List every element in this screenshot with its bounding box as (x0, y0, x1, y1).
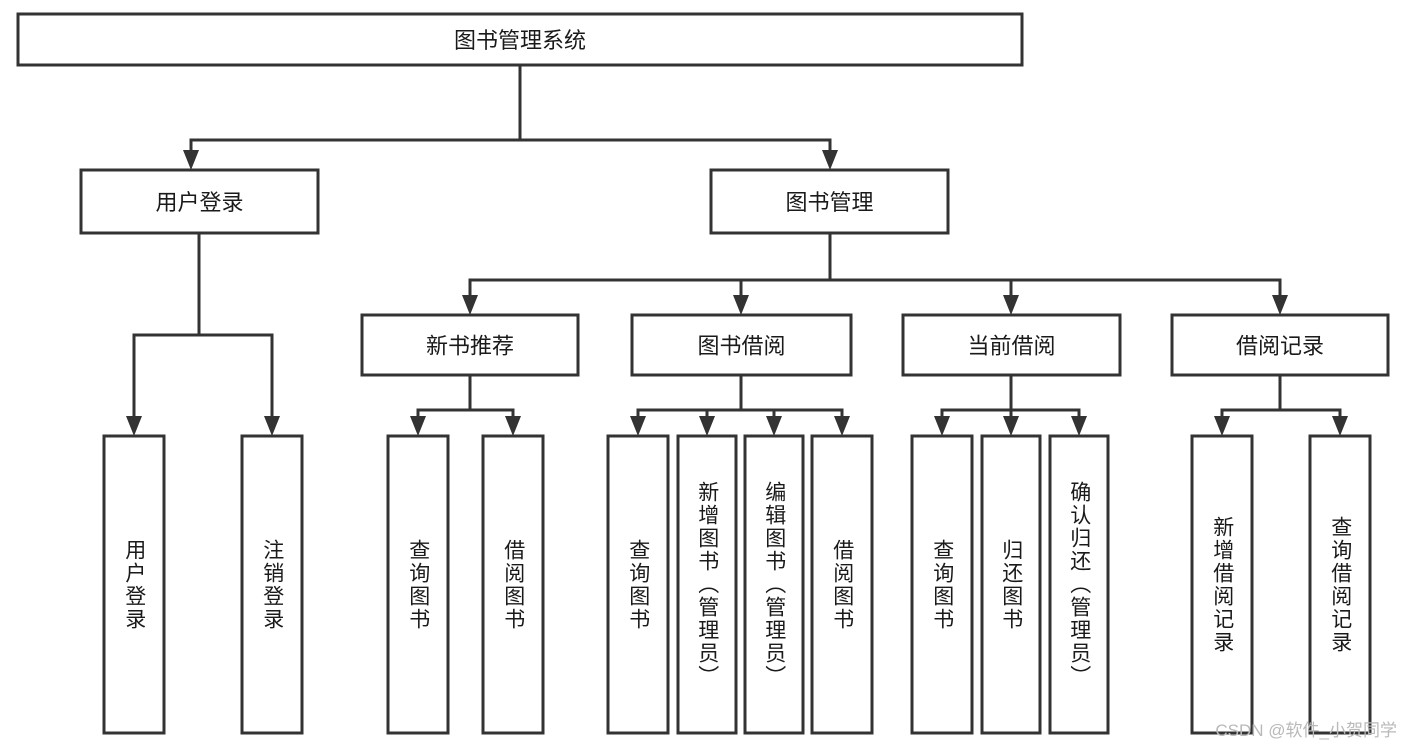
node-borrow-record-label: 借阅记录 (1236, 334, 1324, 359)
arrow-head-icon (766, 416, 782, 436)
node-leaf-query-book-3[interactable] (910, 434, 974, 735)
node-leaf-user-login[interactable] (102, 434, 166, 735)
arrow-head-icon (1214, 416, 1230, 436)
arrow-head-icon (1332, 416, 1348, 436)
csdn-watermark: CSDN @软件_小贺同学 (1215, 721, 1397, 740)
node-leaf-borrow-book-2[interactable] (810, 434, 874, 735)
arrow-head-icon (834, 416, 850, 436)
node-new-book-recommend-label: 新书推荐 (426, 334, 514, 359)
connectors-layer (126, 63, 1348, 436)
node-leaf-query-book-1[interactable] (386, 434, 450, 735)
arrow-head-icon (1003, 295, 1019, 315)
node-leaf-logout[interactable] (240, 434, 304, 735)
arrow-head-icon (410, 416, 426, 436)
arrow-head-icon (630, 416, 646, 436)
arrow-head-icon (733, 295, 749, 315)
arrow-head-icon (1071, 416, 1087, 436)
arrow-head-icon (1003, 416, 1019, 436)
arrow-head-icon (505, 416, 521, 436)
node-book-manage-label: 图书管理 (785, 190, 873, 215)
arrow-head-icon (264, 416, 280, 436)
node-book-borrow[interactable] (630, 313, 853, 377)
arrow-head-icon (1272, 295, 1288, 315)
node-book-manage[interactable] (709, 168, 950, 235)
node-leaf-add-record[interactable] (1190, 434, 1254, 735)
node-current-borrow[interactable] (901, 313, 1122, 377)
boxes-layer (16, 12, 1390, 735)
arrow-head-icon (699, 416, 715, 436)
arrow-head-icon (462, 295, 478, 315)
node-borrow-record[interactable] (1170, 313, 1390, 377)
arrow-head-icon (126, 416, 142, 436)
node-leaf-query-record[interactable] (1308, 434, 1372, 735)
arrow-head-icon (822, 150, 838, 170)
node-leaf-edit-book[interactable] (743, 434, 805, 735)
node-leaf-borrow-book-1[interactable] (481, 434, 545, 735)
arrow-head-icon (934, 416, 950, 436)
node-current-borrow-label: 当前借阅 (967, 334, 1055, 359)
node-book-borrow-label: 图书借阅 (697, 334, 785, 359)
node-leaf-return-book[interactable] (980, 434, 1042, 735)
node-leaf-confirm-return[interactable] (1048, 434, 1110, 735)
node-user-login-label: 用户登录 (155, 190, 243, 215)
node-new-book-recommend[interactable] (360, 313, 580, 377)
node-root-label: 图书管理系统 (454, 28, 586, 53)
node-leaf-add-book[interactable] (676, 434, 738, 735)
node-leaf-query-book-2[interactable] (606, 434, 670, 735)
node-user-login[interactable] (79, 168, 320, 235)
arrow-head-icon (183, 150, 199, 170)
node-root[interactable] (16, 12, 1024, 67)
